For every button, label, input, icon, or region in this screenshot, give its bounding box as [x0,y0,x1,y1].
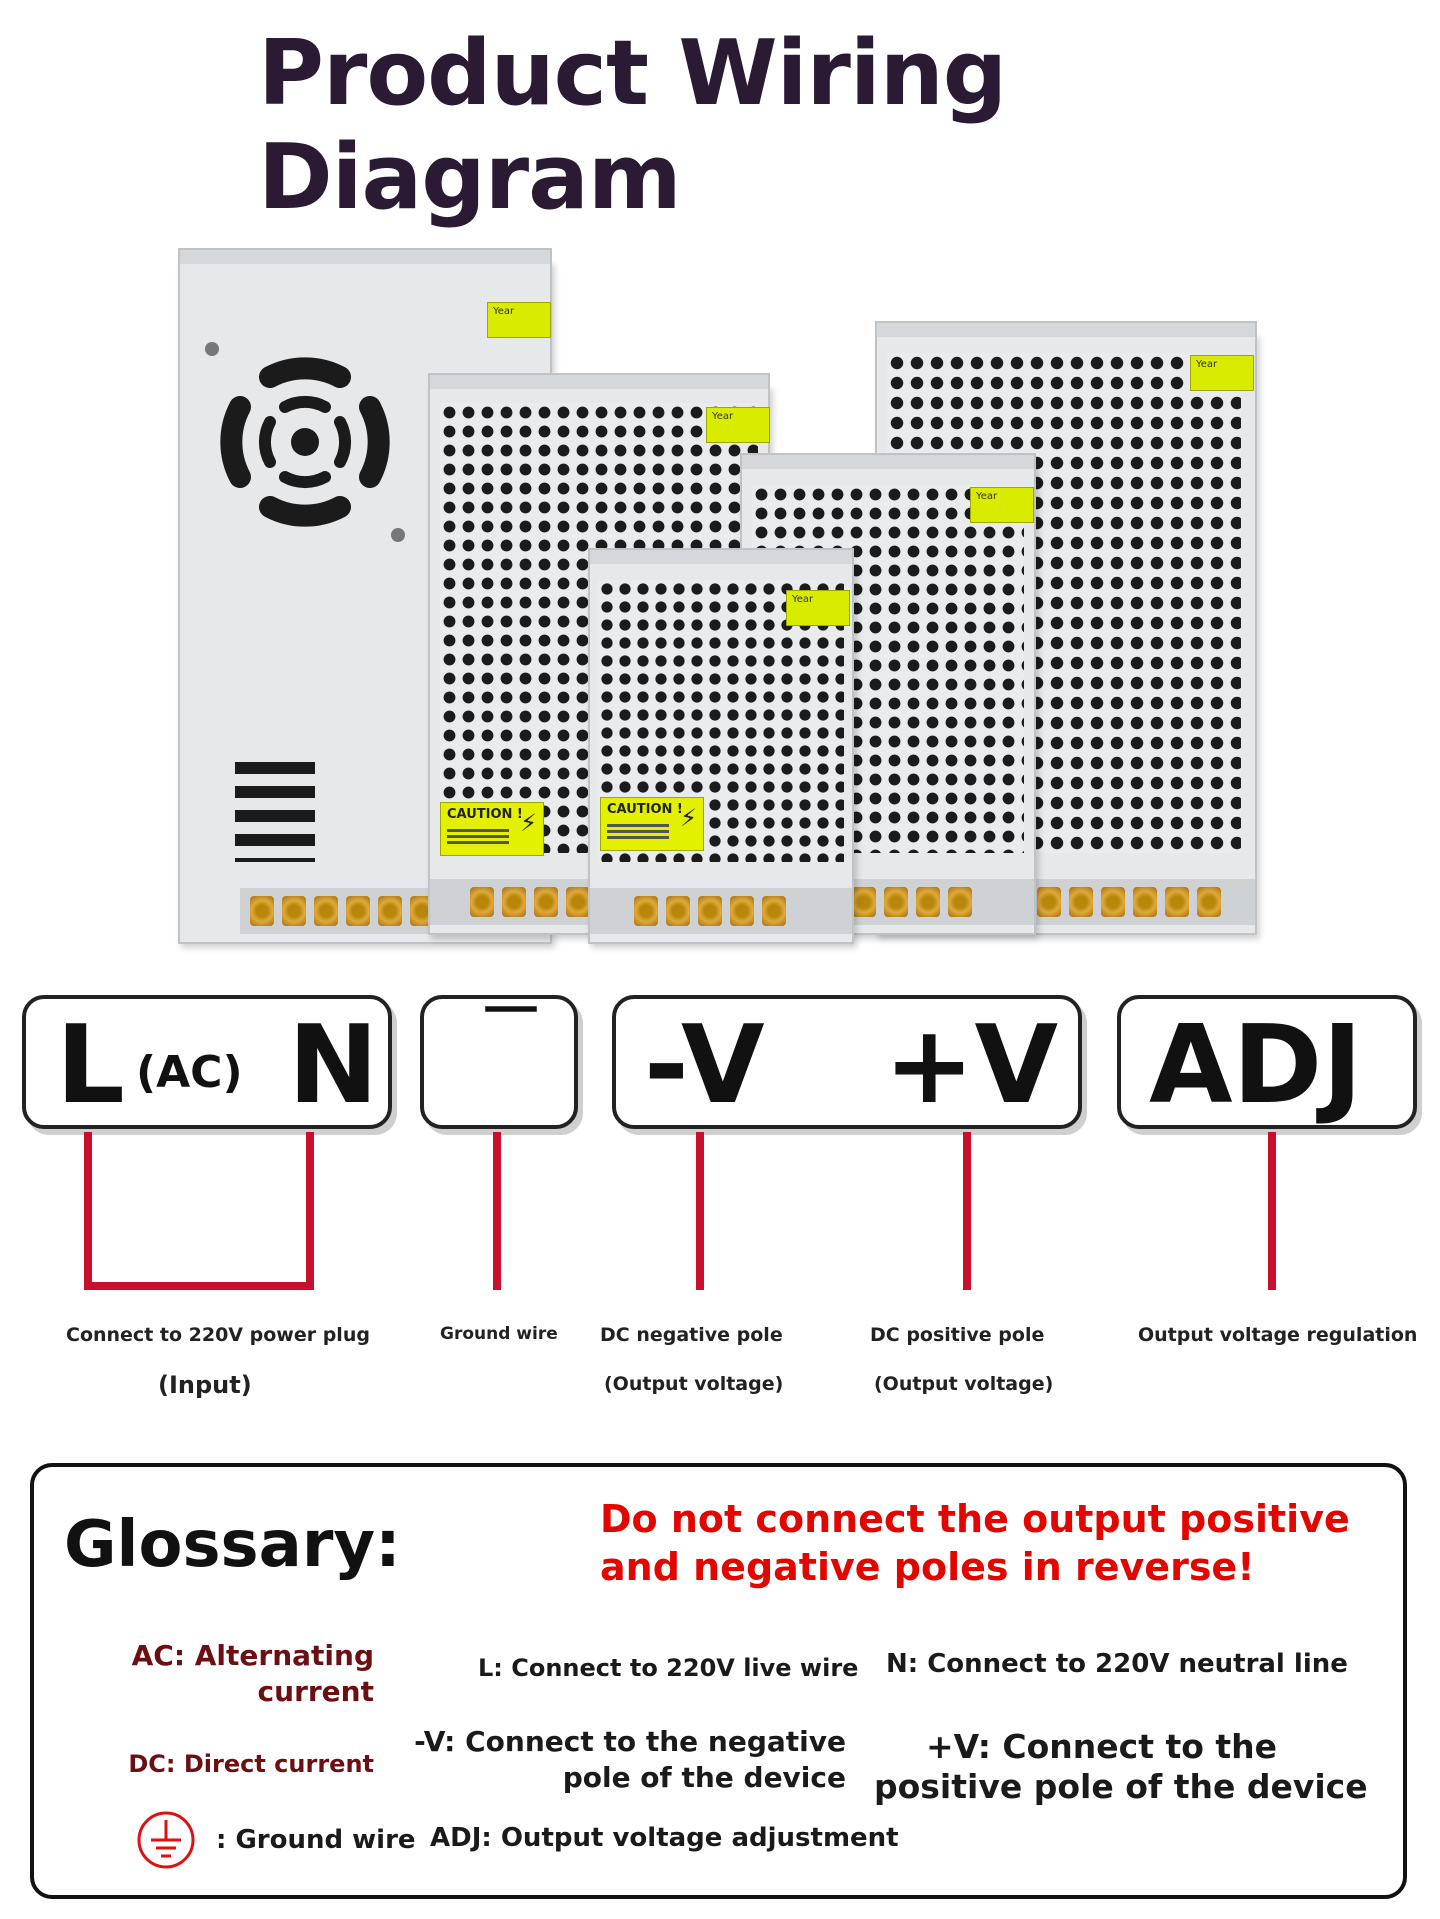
caption-positive: DC positive pole [870,1324,1045,1346]
title-line-2: Diagram [258,125,682,230]
ground-symbol-icon [137,1811,195,1869]
caption-input-sub: (Input) [158,1371,252,1399]
caption-negative: DC negative pole [600,1324,783,1346]
unit-top-cap [428,373,770,389]
wire-l [84,1132,92,1290]
fan-grille-icon [205,342,405,542]
caption-positive-sub: (Output voltage) [874,1373,1054,1395]
terminal-strip [590,888,852,934]
unit-top-cap [588,548,854,564]
glossary-adj: ADJ: Output voltage adjustment [430,1823,899,1853]
caption-ground: Ground wire [440,1324,558,1344]
glossary-positive-line-2: positive pole of the device [874,1767,1368,1806]
wire-positive [963,1132,971,1290]
terminal-adj: ADJ [1149,1003,1363,1128]
glossary-ground: : Ground wire [216,1825,416,1855]
terminal-ac: (AC) [136,1047,243,1098]
glossary-heading: Glossary: [64,1508,401,1582]
glossary-dc: DC: Direct current [128,1750,374,1778]
terminal-ground: ⎺ [486,1001,536,1059]
terminal-box-adj: ADJ [1117,995,1417,1129]
terminal-n: N [288,1003,379,1128]
glossary-l: L: Connect to 220V live wire [478,1654,859,1682]
year-tag: Year [786,590,850,626]
caption-adj: Output voltage regulation [1138,1324,1418,1346]
glossary-ac-line-2: current [257,1675,374,1708]
wire-ground [493,1132,501,1290]
wire-negative [696,1132,704,1290]
year-tag: Year [970,487,1034,523]
glossary-positive-line-1: +V: Connect to the [926,1727,1278,1766]
power-supply-product-photo: Year [170,245,1270,945]
caption-input: Connect to 220V power plug [66,1324,370,1346]
wire-n [306,1132,314,1290]
terminal-negative-v: -V [644,1003,765,1128]
vent-slots [235,762,315,862]
glossary-negative-line-1: -V: Connect to the negative [414,1725,846,1758]
caption-negative-sub: (Output voltage) [604,1373,784,1395]
terminal-box-ac-input: L (AC) N [22,995,392,1129]
wire-ac-loop [84,1282,314,1290]
caution-label: CAUTION !⚡ [600,797,704,851]
glossary-ac-line-1: AC: Alternating [131,1639,374,1672]
terminal-positive-v: +V [884,1003,1059,1128]
page-title: Product Wiring Diagram [258,22,1058,230]
title-line-1: Product Wiring [258,21,1007,126]
power-supply-unit-3: Year CAUTION !⚡ [588,548,854,944]
year-tag: Year [706,407,770,443]
terminal-box-ground: ⎺ [420,995,578,1129]
unit-top-cap [178,248,552,264]
glossary-panel: Glossary: Do not connect the output posi… [30,1463,1407,1899]
unit-top-cap [875,321,1257,337]
wire-adj [1268,1132,1276,1290]
terminal-l: L [56,1003,125,1128]
glossary-n: N: Connect to 220V neutral line [886,1649,1348,1679]
year-tag: Year [1190,355,1254,391]
year-tag: Year [487,302,551,338]
terminal-box-output: -V +V [612,995,1082,1129]
caution-label: CAUTION !⚡ [440,802,544,856]
glossary-warning-line-2: and negative poles in reverse! [600,1545,1255,1589]
unit-top-cap [740,453,1036,469]
glossary-negative-line-2: pole of the device [562,1761,846,1794]
glossary-warning-line-1: Do not connect the output positive [600,1497,1350,1541]
